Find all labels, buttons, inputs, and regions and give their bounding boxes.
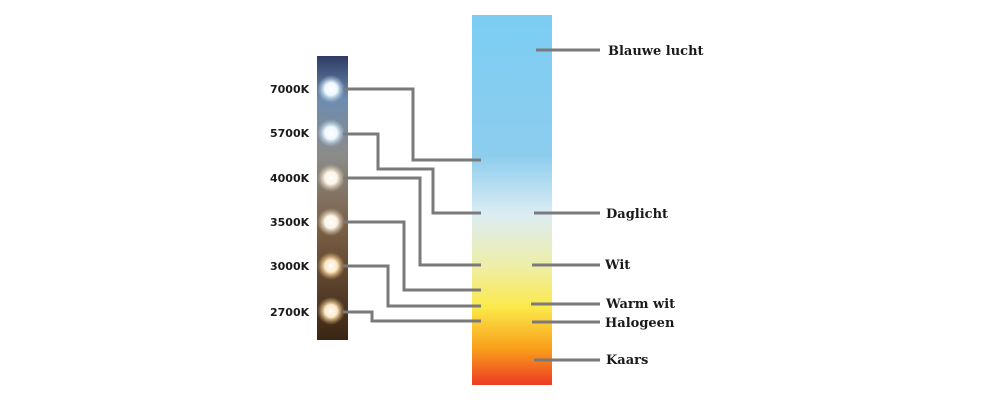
label-3500k: 3500K <box>270 216 310 229</box>
led-3500k <box>317 208 345 236</box>
label-kaars: Kaars <box>606 353 648 368</box>
label-7000k: 7000K <box>270 83 310 96</box>
color-temperature-scale <box>472 15 552 385</box>
connector-4000k <box>343 176 481 267</box>
label-blauwe-lucht: Blauwe lucht <box>608 44 704 59</box>
label-3000k: 3000K <box>270 260 310 273</box>
scale-ticks <box>531 48 600 362</box>
led-strip <box>317 56 348 340</box>
led-strip-background <box>317 56 348 340</box>
led-4000k <box>317 164 345 192</box>
label-4000k: 4000K <box>270 172 310 185</box>
kelvin-labels: 7000K 5700K 4000K 3500K 3000K 2700K <box>270 83 310 319</box>
led-7000k <box>317 75 345 103</box>
connector-5700k <box>343 132 481 215</box>
label-warm-wit: Warm wit <box>605 297 675 312</box>
connector-3000k <box>343 264 481 308</box>
label-2700k: 2700K <box>270 306 310 319</box>
scale-labels: Blauwe lucht Daglicht Wit Warm wit Halog… <box>604 44 704 368</box>
connectors <box>343 87 481 323</box>
label-halogeen: Halogeen <box>605 316 675 331</box>
led-3000k <box>317 252 345 280</box>
connector-7000k <box>343 87 481 162</box>
connector-2700k <box>343 310 481 323</box>
label-daglicht: Daglicht <box>606 207 668 222</box>
led-5700k <box>317 119 345 147</box>
label-5700k: 5700K <box>270 127 310 140</box>
led-2700k <box>317 297 345 325</box>
connector-3500k <box>343 220 481 292</box>
label-wit: Wit <box>604 258 630 273</box>
